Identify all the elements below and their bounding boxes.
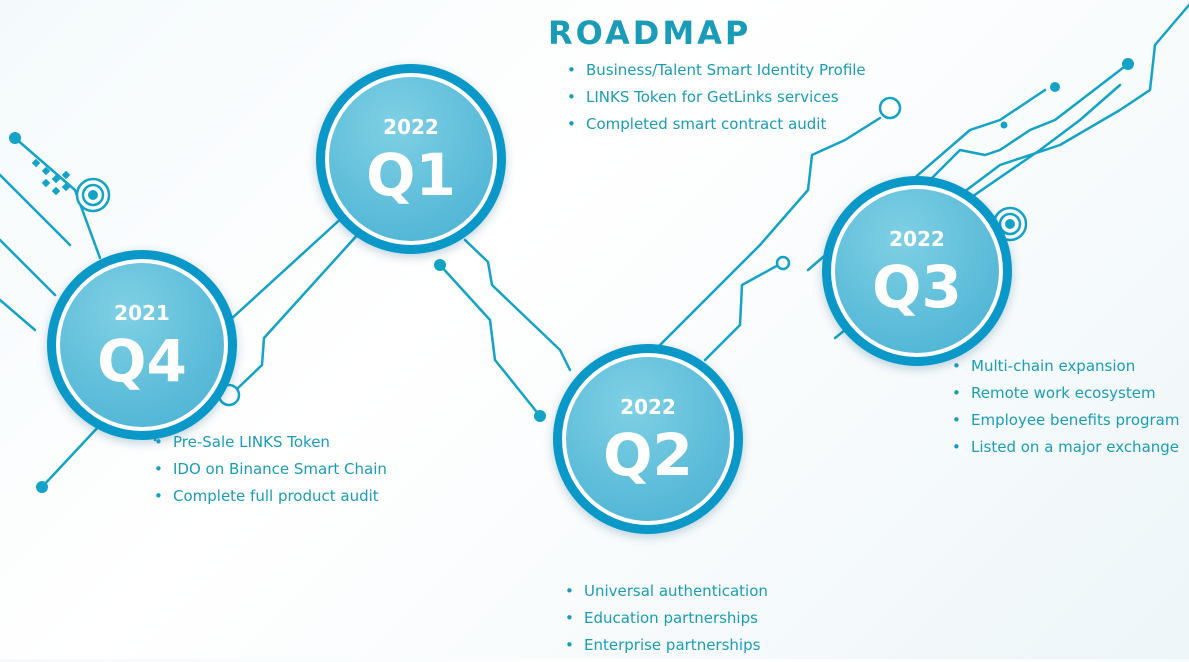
list-item-text: Multi-chain expansion xyxy=(971,357,1136,375)
list-item: • Listed on a major exchange xyxy=(952,437,1179,464)
bullet-icon: • xyxy=(567,61,576,79)
list-item: • LINKS Token for GetLinks services xyxy=(567,87,866,114)
milestone-q1-quarter: Q1 xyxy=(366,141,456,209)
milestone-q1-list: •Business/Talent Smart Identity Profile … xyxy=(567,60,866,141)
list-item: • Education partnerships xyxy=(565,608,768,635)
milestone-q4: 2021 Q4 xyxy=(47,250,237,440)
list-item: • IDO on Binance Smart Chain xyxy=(154,459,387,486)
milestone-q2-face: 2022 Q2 xyxy=(566,357,730,521)
milestone-q3-face: 2022 Q3 xyxy=(835,189,999,353)
bullet-icon: • xyxy=(565,636,574,654)
list-item: • Pre-Sale LINKS Token xyxy=(154,432,387,459)
list-item: • Complete full product audit xyxy=(154,486,387,513)
bullet-icon: • xyxy=(952,357,961,375)
list-item-text: Education partnerships xyxy=(584,609,758,627)
milestone-q1-face: 2022 Q1 xyxy=(329,77,493,241)
list-item: • Enterprise partnerships xyxy=(565,635,768,662)
milestone-q2-list: • Universal authentication • Education par… xyxy=(565,581,768,662)
bullet-icon: • xyxy=(952,411,961,429)
bullet-icon: • xyxy=(952,438,961,456)
milestone-q1: 2022 Q1 xyxy=(316,64,506,254)
milestone-q4-year: 2021 xyxy=(114,301,170,325)
milestone-q3-list: • Multi-chain expansion • Remote work ecos… xyxy=(952,356,1179,464)
milestone-q2-year: 2022 xyxy=(620,395,676,419)
milestone-q4-face: 2021 Q4 xyxy=(60,263,224,427)
bullet-icon: • xyxy=(567,115,576,133)
list-item-text: Business/Talent Smart Identity Profile xyxy=(586,61,866,79)
list-item: • Business/Talent Smart Identity Profile xyxy=(567,60,866,87)
list-item-text: Employee benefits program xyxy=(971,411,1180,429)
milestone-q4-list: • Pre-Sale LINKS Token • IDO on Binance Sm… xyxy=(154,432,387,513)
milestone-q3-quarter: Q3 xyxy=(872,253,962,321)
list-item-text: Remote work ecosystem xyxy=(971,384,1156,402)
bullet-icon: • xyxy=(565,609,574,627)
list-item: • Completed smart contract audit xyxy=(567,114,866,141)
list-item-text: Complete full product audit xyxy=(173,487,379,505)
bullet-icon: • xyxy=(567,88,576,106)
bullet-icon: • xyxy=(154,460,163,478)
list-item-text: IDO on Binance Smart Chain xyxy=(173,460,387,478)
milestone-q2: 2022 Q2 xyxy=(553,344,743,534)
milestone-q3: 2022 Q3 xyxy=(822,176,1012,366)
list-item-text: Enterprise partnerships xyxy=(584,636,761,654)
milestone-q1-year: 2022 xyxy=(383,115,439,139)
list-item-text: Pre-Sale LINKS Token xyxy=(173,433,330,451)
list-item-text: Universal authentication xyxy=(584,582,768,600)
milestone-q2-quarter: Q2 xyxy=(603,421,693,489)
list-item-text: LINKS Token for GetLinks services xyxy=(586,88,839,106)
list-item-text: Listed on a major exchange xyxy=(971,438,1180,456)
list-item: • Multi-chain expansion xyxy=(952,356,1179,383)
page-title: ROADMAP xyxy=(548,14,752,52)
bullet-icon: • xyxy=(154,433,163,451)
bullet-icon: • xyxy=(154,487,163,505)
milestone-q3-year: 2022 xyxy=(889,227,945,251)
bullet-icon: • xyxy=(952,384,961,402)
bullet-icon: • xyxy=(565,582,574,600)
list-item: • Employee benefits program xyxy=(952,410,1179,437)
list-item-text: Completed smart contract audit xyxy=(586,115,827,133)
milestone-q4-quarter: Q4 xyxy=(97,327,187,395)
list-item: • Universal authentication xyxy=(565,581,768,608)
list-item: • Remote work ecosystem xyxy=(952,383,1179,410)
